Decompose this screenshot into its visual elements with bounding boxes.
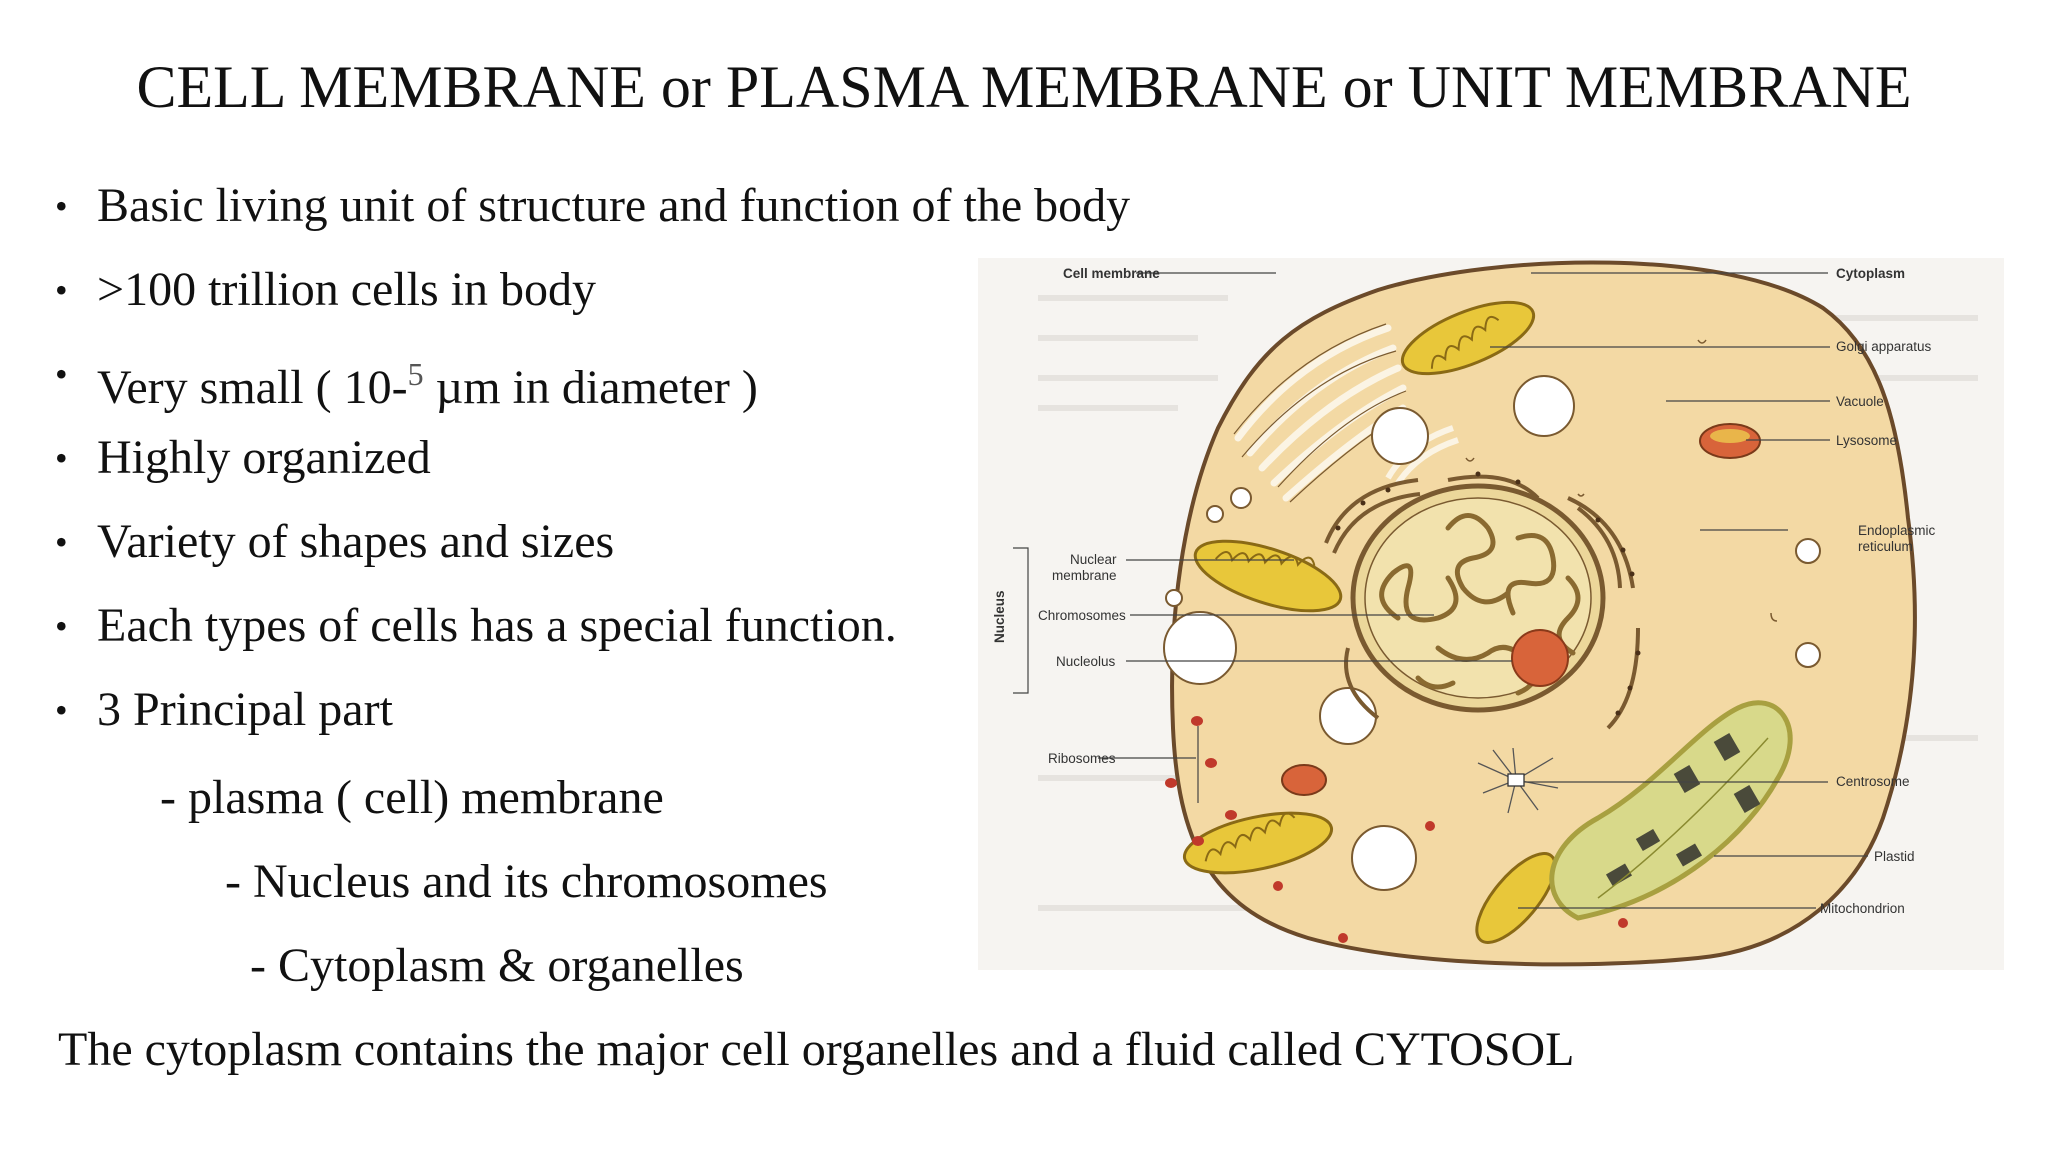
bullet-dot-icon: • xyxy=(55,354,68,394)
bullet-dot-icon: • xyxy=(55,438,68,478)
bullet-item: • 3 Principal part xyxy=(55,682,1130,766)
plastid-grana xyxy=(1605,732,1761,887)
bullet-item: • >100 trillion cells in body xyxy=(55,262,1130,346)
bullet-dot-icon: • xyxy=(55,186,68,226)
plastid xyxy=(1549,700,1793,921)
label-vacuole: Vacuole xyxy=(1836,394,1884,409)
part-cytoplasm: - Cytoplasm & organelles xyxy=(250,939,744,992)
golgi-vesicle-arc xyxy=(1395,437,1459,485)
vacuole xyxy=(1513,375,1575,437)
bullet-text: Each types of cells has a special functi… xyxy=(97,599,897,652)
centrosome xyxy=(1477,747,1559,814)
bullet-list: • Basic living unit of structure and fun… xyxy=(55,178,1130,766)
bullet-item: • Variety of shapes and sizes xyxy=(55,514,1130,598)
vesicle xyxy=(1319,687,1377,745)
vesicle xyxy=(1206,505,1224,523)
bullet-item: • Each types of cells has a special func… xyxy=(55,598,1130,682)
vacuoles xyxy=(1163,375,1821,891)
small-marks xyxy=(1465,339,1778,622)
label-nucleus: Nucleus xyxy=(992,590,1007,643)
cytosol-statement: The cytoplasm contains the major cell or… xyxy=(58,1023,1575,1076)
label-er-1: Endoplasmic xyxy=(1858,523,1936,538)
label-lysosome: Lysosome xyxy=(1836,433,1897,448)
bullet-item: • Very small ( 10-5 µm in diameter ) xyxy=(55,346,1130,430)
leader-lines xyxy=(1013,272,1868,909)
bullet-text: Very small ( 10- xyxy=(97,361,408,414)
bullet-dot-icon: • xyxy=(55,690,68,730)
label-nuclear-1: Nuclear xyxy=(1070,552,1117,567)
bullet-dot-icon: • xyxy=(55,522,68,562)
vesicle xyxy=(1371,407,1429,465)
label-centrosome: Centrosome xyxy=(1836,774,1910,789)
part-nucleus: - Nucleus and its chromosomes xyxy=(225,855,828,908)
cell-diagram: Cell membrane Cytoplasm Golgi apparatus … xyxy=(978,258,2004,970)
bullet-text: >100 trillion cells in body xyxy=(97,263,597,316)
label-golgi: Golgi apparatus xyxy=(1836,339,1932,354)
part-plasma-membrane: - plasma ( cell) membrane xyxy=(160,771,664,824)
er-ribosome-dots xyxy=(1335,471,1641,716)
lysosome xyxy=(1699,423,1761,459)
nucleus xyxy=(1350,483,1606,713)
slide-title: CELL MEMBRANE or PLASMA MEMBRANE or UNIT… xyxy=(136,54,1912,120)
label-cell-membrane: Cell membrane xyxy=(1063,266,1160,281)
label-cytoplasm: Cytoplasm xyxy=(1836,266,1905,281)
bullet-dot-icon: • xyxy=(55,270,68,310)
mitochondrion xyxy=(1400,300,1536,376)
vesicle xyxy=(1163,611,1237,685)
bullet-text-tail: µm in diameter ) xyxy=(423,361,758,414)
mitochondrion xyxy=(1182,811,1334,875)
bullet-text: 3 Principal part xyxy=(97,683,393,736)
label-nuclear-2: membrane xyxy=(1052,568,1117,583)
vesicle xyxy=(1165,589,1183,607)
ribosomes xyxy=(1165,716,1628,943)
label-er-2: reticulum xyxy=(1858,539,1913,554)
bullet-text: Highly organized xyxy=(97,431,431,484)
bullet-item: • Highly organized xyxy=(55,430,1130,514)
label-chromosomes: Chromosomes xyxy=(1038,608,1126,623)
mitochondrion xyxy=(1475,852,1557,944)
label-nucleolus: Nucleolus xyxy=(1056,654,1116,669)
bullet-item: • Basic living unit of structure and fun… xyxy=(55,178,1130,262)
label-ribosomes: Ribosomes xyxy=(1048,751,1116,766)
exponent: 5 xyxy=(407,356,424,392)
vesicle xyxy=(1230,487,1252,509)
vesicle xyxy=(1795,538,1821,564)
label-mitochondrion: Mitochondrion xyxy=(1820,901,1905,916)
vesicle xyxy=(1351,825,1417,891)
vesicle xyxy=(1795,642,1821,668)
lysosome xyxy=(1281,764,1327,796)
chromosomes xyxy=(1379,513,1581,696)
nucleolus xyxy=(1511,629,1569,687)
label-plastid: Plastid xyxy=(1874,849,1915,864)
bullet-dot-icon: • xyxy=(55,606,68,646)
bullet-text: Basic living unit of structure and funct… xyxy=(97,179,1131,232)
bullet-text: Variety of shapes and sizes xyxy=(97,515,615,568)
